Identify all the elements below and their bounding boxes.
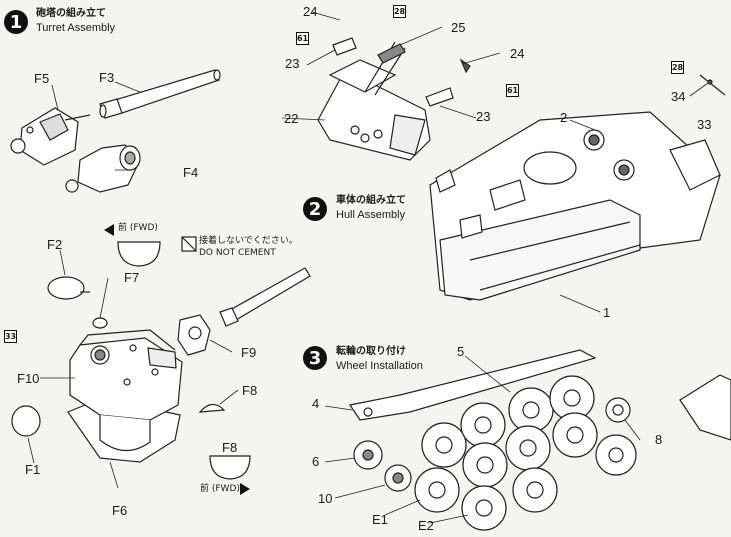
part-label-10: 10 <box>318 491 333 506</box>
step-3-number: 3 <box>303 346 327 370</box>
step-1-title-jp: 砲塔の組み立て <box>36 8 106 19</box>
road-wheels-drawing <box>414 375 637 531</box>
suspension-arm-drawing <box>349 349 597 421</box>
part-label-f5: F5 <box>34 71 50 86</box>
part-label-f3: F3 <box>99 70 115 85</box>
part-label-e2: E2 <box>418 518 434 533</box>
part-badge-61b: 61 <box>506 84 519 97</box>
part-label-f8: F8 <box>242 383 258 398</box>
part-label-f6: F6 <box>112 503 128 518</box>
part-label-f1: F1 <box>25 462 41 477</box>
part-label-33: 33 <box>697 117 712 132</box>
step-1-title-en: Turret Assembly <box>36 22 116 34</box>
part-badge-61a: 61 <box>296 32 309 45</box>
hull-body-drawing <box>429 111 721 301</box>
step-2-title-en: Hull Assembly <box>336 209 406 221</box>
step-3-title-en: Wheel Installation <box>336 360 423 372</box>
cupola-f9-drawing <box>177 314 211 356</box>
do-not-cement-jp: 接着しないでください。 <box>199 236 298 246</box>
part-label-f8-view: F8 <box>222 440 238 455</box>
turret-body-drawing <box>67 329 183 463</box>
part-label-f10: F10 <box>17 371 40 386</box>
part-badge-28a: 28 <box>393 5 406 18</box>
step-1-number: 1 <box>4 10 28 34</box>
part-badge-33: 33 <box>4 330 17 343</box>
part-label-1: 1 <box>603 305 611 320</box>
part-label-23b: 23 <box>476 109 491 124</box>
fwd-label-bottom: 前 (FWD) <box>200 484 240 494</box>
part-label-22: 22 <box>284 111 299 126</box>
part-label-2: 2 <box>560 110 568 125</box>
step-3-title-jp: 転輪の取り付け <box>336 346 406 357</box>
part-label-23a: 23 <box>285 56 300 71</box>
mantlet-drawing <box>10 107 91 166</box>
part-label-6: 6 <box>312 454 320 469</box>
do-not-cement-en: DO NOT CEMENT <box>199 248 276 258</box>
part-label-e1: E1 <box>372 512 388 527</box>
hull-floor-parts-drawing <box>317 41 431 161</box>
part-label-24b: 24 <box>510 46 525 61</box>
part-label-f4: F4 <box>183 165 199 180</box>
part-label-4: 4 <box>312 396 320 411</box>
part-label-f7: F7 <box>124 270 140 285</box>
part-label-5: 5 <box>457 344 465 359</box>
part-badge-28b: 28 <box>671 61 684 74</box>
hatch-f2-drawing <box>47 276 85 300</box>
part-label-34: 34 <box>671 89 686 104</box>
part-label-f2: F2 <box>47 237 63 252</box>
part-label-25: 25 <box>451 20 466 35</box>
step-2-title-jp: 車体の組み立て <box>336 195 406 206</box>
fwd-label-top: 前 (FWD) <box>118 223 158 233</box>
part-label-f9: F9 <box>241 345 257 360</box>
step-2-number: 2 <box>303 197 327 221</box>
part-label-8: 8 <box>655 432 663 447</box>
part-label-24a: 24 <box>303 4 318 19</box>
mantlet-cover-drawing <box>65 144 141 193</box>
gun-barrel-drawing <box>99 69 221 119</box>
